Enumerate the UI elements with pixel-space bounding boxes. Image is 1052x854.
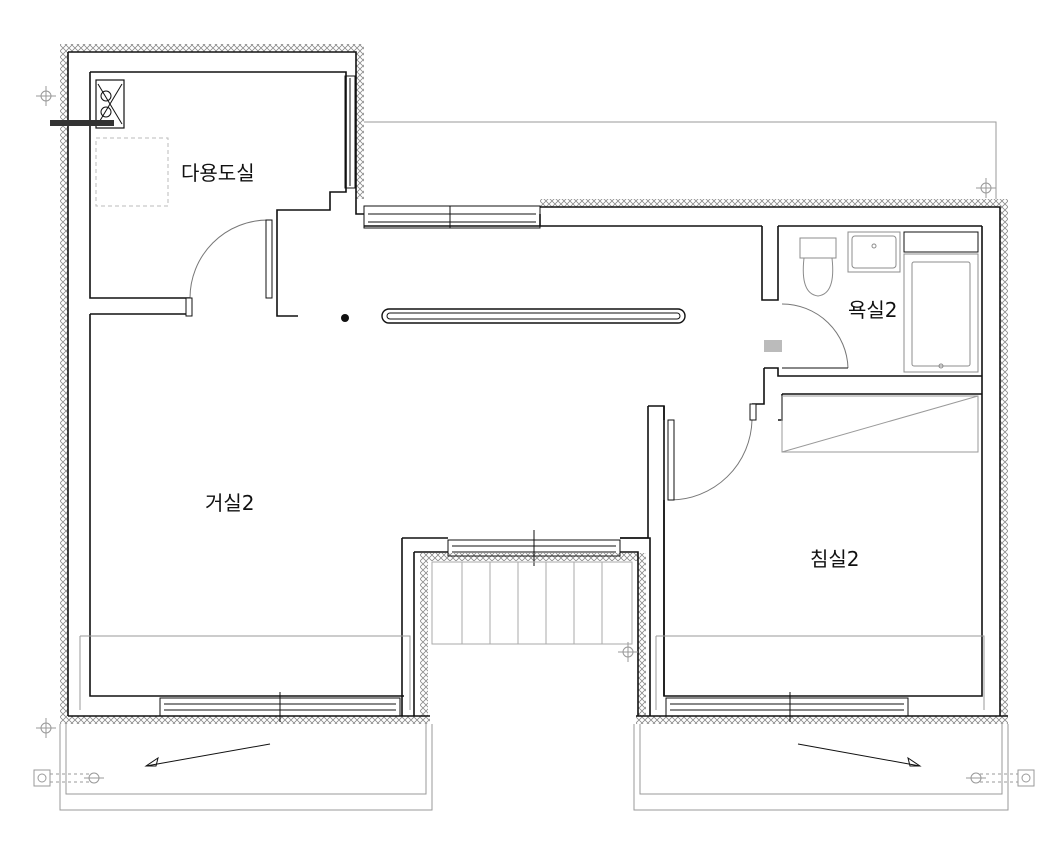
closet xyxy=(781,395,979,453)
room-label-utility: 다용도실 xyxy=(181,161,255,185)
bath-fixtures xyxy=(764,231,979,373)
walls xyxy=(67,51,1008,717)
doors xyxy=(185,219,849,501)
grid-markers xyxy=(33,86,1035,787)
insulation-band xyxy=(60,44,1008,724)
room-label-living: 거실2 xyxy=(205,491,255,515)
utility-fixtures xyxy=(50,79,169,207)
outline-lines xyxy=(59,121,1009,811)
room-label-bedroom: 침실2 xyxy=(810,547,860,571)
room-label-bathroom: 욕실2 xyxy=(848,298,898,322)
handrail xyxy=(341,308,686,324)
stairs xyxy=(431,561,633,645)
balcony-arrows xyxy=(144,743,922,767)
windows xyxy=(159,75,909,722)
